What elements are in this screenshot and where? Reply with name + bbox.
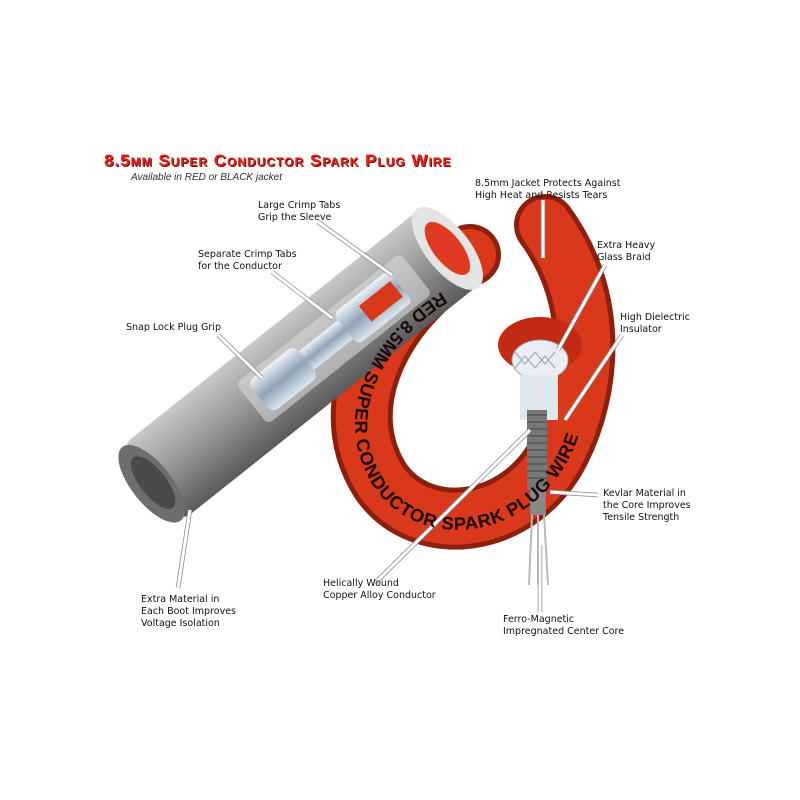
diagram-title: 8.5mm Super Conductor Spark Plug Wire (104, 151, 452, 170)
leader-lines (175, 200, 624, 612)
kevlar-core (530, 490, 546, 515)
conductor-crimp (299, 319, 354, 370)
diagram-subtitle: Available in RED or BLACK jacket (131, 172, 282, 183)
spark-plug-boot (118, 206, 483, 523)
callout-snap-lock: Snap Lock Plug Grip (126, 322, 221, 333)
snap-lock-grip (250, 348, 316, 411)
